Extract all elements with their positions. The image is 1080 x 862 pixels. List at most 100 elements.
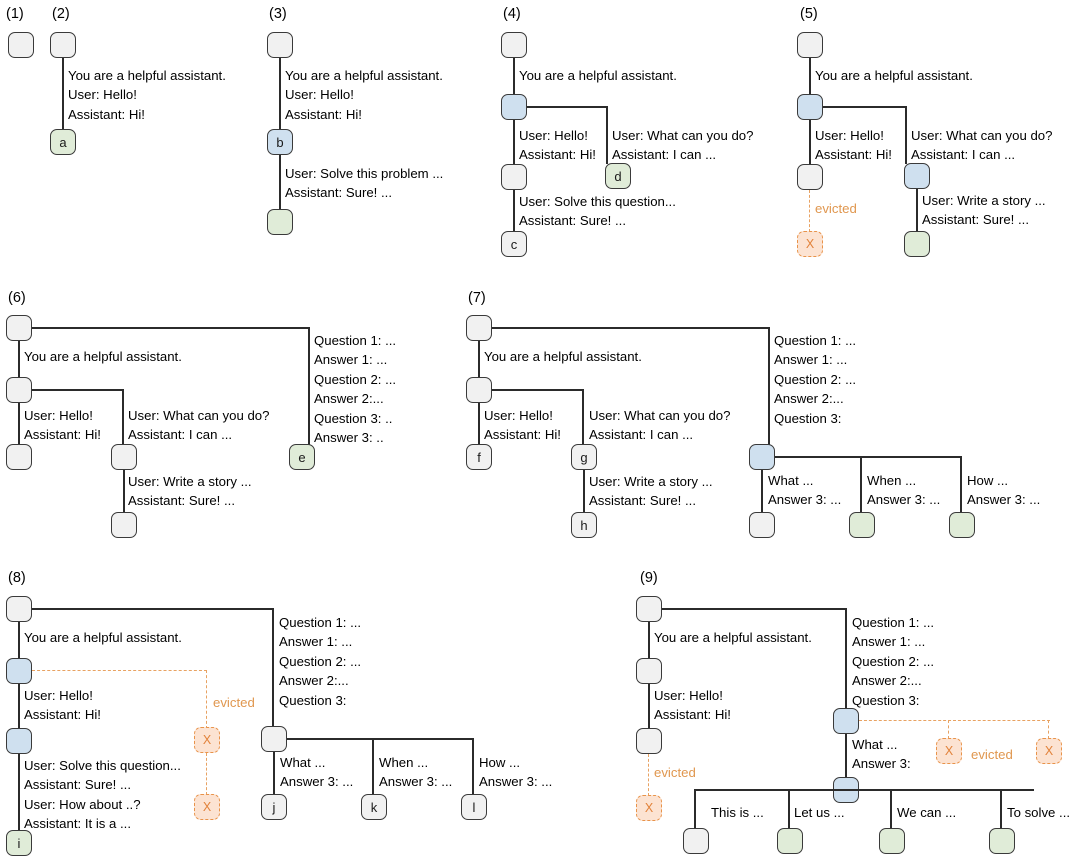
p9-dashed-edge-v1	[948, 720, 949, 739]
p4-node-c[interactable]: c	[501, 231, 527, 257]
p8-node-mid[interactable]	[6, 728, 32, 754]
p6-line-a3: Answer 3: ..	[314, 430, 384, 446]
p9-node-to-solve-leaf[interactable]	[989, 828, 1015, 854]
p6-edge-root-right	[32, 327, 310, 329]
p8-node-evicted-upper[interactable]: X	[194, 727, 220, 753]
p7-node-what-leaf[interactable]	[749, 512, 775, 538]
p4-node-root[interactable]	[501, 32, 527, 58]
p7-line-q3: Question 3:	[774, 410, 842, 426]
p9-edge-thisis-down	[694, 789, 696, 829]
p4-edge-branch-right	[527, 106, 608, 108]
p8-line-itisa: Assistant: It is a ...	[24, 816, 132, 832]
p7-node-f[interactable]: f	[466, 444, 492, 470]
p9-dashed-edge-left	[648, 754, 649, 796]
p7-node-branch[interactable]	[466, 377, 492, 403]
p6-node-left-leaf[interactable]	[6, 444, 32, 470]
p9-edge-root-mid	[648, 622, 650, 659]
p9-text-hello-turn: User: Hello!Assistant: Hi!	[654, 686, 731, 725]
p5-node-evicted[interactable]: X	[797, 231, 823, 257]
p4-node-branch[interactable]	[501, 94, 527, 120]
p9-evicted-label-right: evicted	[971, 747, 1013, 762]
p6-node-e[interactable]: e	[289, 444, 315, 470]
p4-node-d[interactable]: d	[605, 163, 631, 189]
p6-line-a1: Answer 1: ...	[314, 352, 388, 368]
p9-node-left-leaf[interactable]	[636, 728, 662, 754]
p9-text-to-solve: To solve ...	[1007, 805, 1071, 820]
p5-line-sure: Assistant: Sure! ...	[922, 212, 1030, 228]
p8-line-a3a: Answer 3: ...	[280, 774, 354, 790]
p8-line-q2: Question 2: ...	[279, 653, 362, 669]
p9-edge-tosolve-down	[1000, 789, 1002, 829]
p8-edge-root-right	[32, 608, 274, 610]
p8-dashed-edge-v1	[206, 670, 207, 729]
p9-text-we-can: We can ...	[897, 805, 957, 820]
p7-line-whenq: When ...	[867, 473, 917, 488]
p3-node-b[interactable]: b	[267, 129, 293, 155]
p8-line-sure: Assistant: Sure! ...	[24, 777, 132, 793]
p8-node-root[interactable]	[6, 596, 32, 622]
p7-edge-how-down	[960, 456, 962, 513]
p7-text-how: How ...Answer 3: ...	[967, 471, 1040, 510]
p2-node-a[interactable]: a	[50, 129, 76, 155]
p7-line-ican: Assistant: I can ...	[589, 427, 694, 443]
p4-node-mid[interactable]	[501, 164, 527, 190]
p9-node-evicted-mid[interactable]: X	[936, 738, 962, 764]
p7-node-when-leaf[interactable]	[849, 512, 875, 538]
p2-node-root[interactable]	[50, 32, 76, 58]
p8-text-sys: You are a helpful assistant.	[24, 630, 182, 645]
p8-edge-mid-i	[18, 754, 20, 831]
p4-text-left-turn: User: Hello!Assistant: Hi!	[519, 126, 596, 165]
p8-node-l[interactable]: l	[461, 794, 487, 820]
p7-node-g[interactable]: g	[571, 444, 597, 470]
p6-text-story-turn: User: Write a story ...Assistant: Sure! …	[128, 472, 252, 511]
p9-node-mid[interactable]	[636, 658, 662, 684]
p7-node-h[interactable]: h	[571, 512, 597, 538]
p9-node-we-can-leaf[interactable]	[879, 828, 905, 854]
p8-node-branch[interactable]	[6, 658, 32, 684]
p8-line-a1: Answer 1: ...	[279, 634, 353, 650]
p9-node-this-is-leaf[interactable]	[683, 828, 709, 854]
p9-node-let-us-leaf[interactable]	[777, 828, 803, 854]
p6-edge-branch-leftleaf	[18, 403, 20, 445]
p1-node-root[interactable]	[8, 32, 34, 58]
p5-node-root[interactable]	[797, 32, 823, 58]
p5-line-what: User: What can you do?	[911, 128, 1053, 143]
p7-node-root[interactable]	[466, 315, 492, 341]
p9-text-sys: You are a helpful assistant.	[654, 630, 812, 645]
p6-node-branch[interactable]	[6, 377, 32, 403]
p6-node-root[interactable]	[6, 315, 32, 341]
p2-edge-text: You are a helpful assistant.User: Hello!…	[68, 66, 226, 124]
p7-node-how-leaf[interactable]	[949, 512, 975, 538]
p8-node-qa-branch[interactable]	[261, 726, 287, 752]
p7-edge-root-right	[492, 327, 770, 329]
p8-node-k[interactable]: k	[361, 794, 387, 820]
p9-node-root[interactable]	[636, 596, 662, 622]
panel-label-2: (2)	[52, 6, 70, 22]
p9-line-a2: Answer 2:...	[852, 673, 922, 689]
p9-node-evicted-left[interactable]: X	[636, 795, 662, 821]
p5-edge-right-leaf	[916, 189, 918, 232]
p9-node-evicted-right[interactable]: X	[1036, 738, 1062, 764]
p7-line-hi: Assistant: Hi!	[484, 427, 561, 443]
p7-node-qa-branch[interactable]	[749, 444, 775, 470]
p5-node-right-leaf[interactable]	[904, 231, 930, 257]
p2-line-sys: You are a helpful assistant.	[68, 68, 226, 83]
p6-text-left-turn: User: Hello!Assistant: Hi!	[24, 406, 101, 445]
p3-node-leaf[interactable]	[267, 209, 293, 235]
p5-node-right-mid[interactable]	[904, 163, 930, 189]
p6-line-q3: Question 3: ..	[314, 410, 393, 426]
p5-node-branch[interactable]	[797, 94, 823, 120]
p8-line-howabout: User: How about ..?	[24, 796, 141, 812]
p7-line-a3c: Answer 3: ...	[967, 492, 1041, 508]
p8-line-whatq: What ...	[280, 755, 326, 770]
p9-node-qa-branch[interactable]	[833, 708, 859, 734]
p8-node-j[interactable]: j	[261, 794, 287, 820]
p8-node-i[interactable]: i	[6, 830, 32, 856]
p6-edge-right-down	[308, 327, 310, 446]
p5-node-left-leaf[interactable]	[797, 164, 823, 190]
p3-node-root[interactable]	[267, 32, 293, 58]
p8-node-evicted-lower[interactable]: X	[194, 794, 220, 820]
p8-line-a2: Answer 2:...	[279, 673, 349, 689]
p6-node-mid-leaf[interactable]	[111, 512, 137, 538]
p6-node-mid[interactable]	[111, 444, 137, 470]
